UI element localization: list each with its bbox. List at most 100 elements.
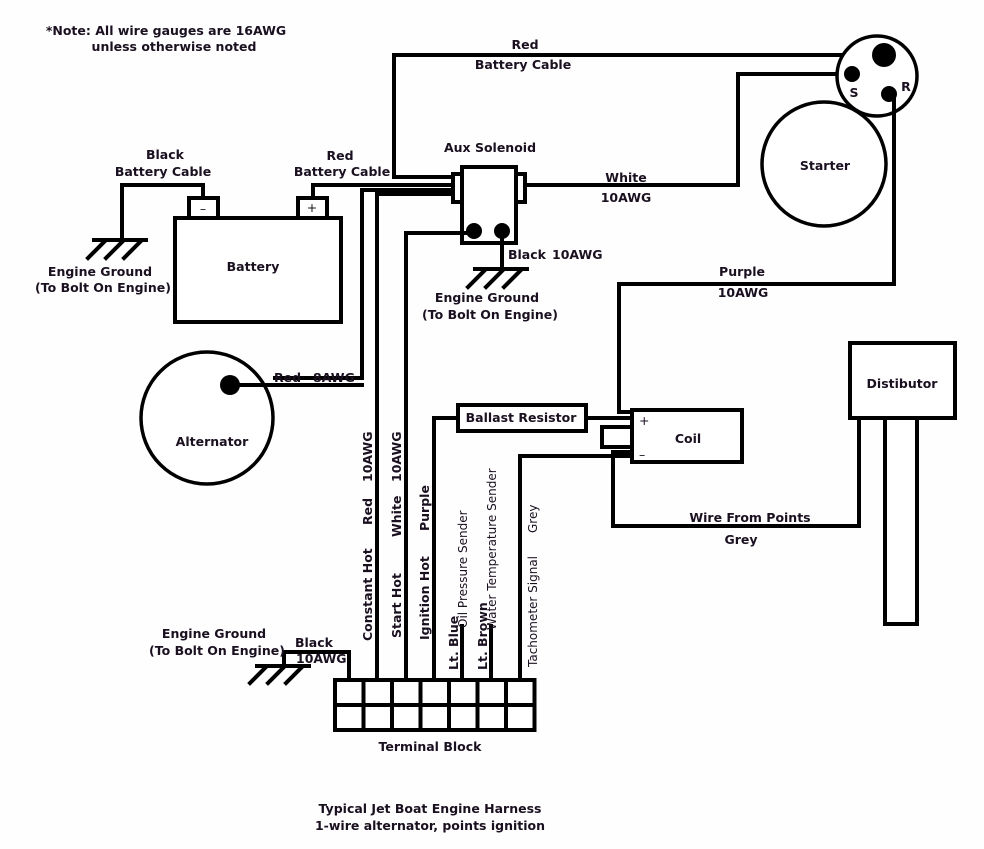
red-starter-cable-desc-label: Battery Cable (475, 57, 571, 72)
negative-symbol: – (200, 201, 206, 216)
block-ground-color-label: Black (295, 635, 334, 650)
distributor-label: Distibutor (867, 376, 939, 391)
water-temp-label: Water Temperature Sender (485, 468, 499, 630)
start-hot-label: Start Hot (389, 573, 404, 638)
terminal-block-cell (418, 703, 451, 732)
oil-pressure-label: Oil Pressure Sender (456, 510, 470, 628)
start-hot-gauge-label: 10AWG (389, 431, 404, 482)
terminal-block-cell (390, 703, 423, 732)
coil-body (630, 408, 744, 464)
tachometer-label: Tachometer Signal (526, 556, 540, 668)
ground-symbol-solenoid (465, 267, 529, 290)
constant-hot-wire (375, 192, 454, 682)
battery-body (173, 216, 343, 324)
battery-label: Battery (227, 259, 280, 274)
aux-solenoid (451, 165, 527, 245)
starter-battery-terminal (872, 43, 896, 67)
block-ground-gauge-label: 10AWG (296, 651, 347, 666)
terminal-block (333, 678, 537, 732)
oil-pressure-color-label: Lt. Blue (446, 616, 461, 670)
red-cable-color-label: Red (326, 148, 353, 163)
black-cable-desc-label: Battery Cable (115, 164, 211, 179)
purple-wire-color-label: Purple (719, 264, 765, 279)
start-hot-wire (404, 231, 468, 682)
points-wire-color-label: Grey (724, 532, 757, 547)
distributor: Distibutor (848, 341, 957, 626)
ground-symbol-block (247, 664, 311, 686)
black-cable-color-label: Black (146, 147, 185, 162)
purple-10awg-wire (617, 94, 896, 414)
solenoid-right-lug (514, 172, 527, 204)
terminal-block-cell (475, 703, 508, 732)
block-ground-wire (282, 650, 351, 682)
solenoid-ground-color-label: Black (508, 247, 547, 262)
red-battery-cable-to-starter (392, 53, 857, 179)
s-terminal-label: S (849, 85, 858, 100)
alternator-body (139, 350, 275, 486)
positive-symbol: + (307, 200, 317, 215)
ignition-hot-color-label: Purple (417, 485, 432, 531)
distributor-cap (848, 341, 957, 420)
ballast-resistor (456, 403, 588, 433)
diagram-subtitle: 1-wire alternator, points ignition (315, 818, 545, 833)
terminal-block-cell (504, 678, 537, 707)
terminal-block-cell (333, 703, 366, 732)
purple-wire-gauge-label: 10AWG (718, 285, 769, 300)
constant-hot-color-label: Red (360, 498, 375, 525)
alternator-label: Alternator (176, 434, 249, 449)
white-wire-color-label: White (605, 170, 646, 185)
starter-motor (760, 100, 888, 228)
solenoid-terminal-left (466, 223, 482, 239)
terminal-block-cell (418, 678, 451, 707)
white-10awg-starter-wire (523, 72, 852, 187)
constant-hot-gauge-label: 10AWG (360, 431, 375, 482)
r-terminal-label: R (901, 79, 911, 94)
red-battery-cable-to-solenoid (311, 183, 454, 200)
red-cable-desc-label: Battery Cable (294, 164, 390, 179)
black-battery-cable (120, 183, 205, 242)
ballast-resistor-label: Ballast Resistor (466, 410, 578, 425)
coil-tower (600, 425, 634, 449)
battery-ground-label-2: (To Bolt On Engine) (35, 280, 171, 295)
start-hot-color-label: White (389, 496, 404, 537)
solenoid-left-lug (451, 172, 464, 204)
terminal-block-cell (361, 678, 394, 707)
solenoid-ground-label-1: Engine Ground (435, 290, 539, 305)
ignition-hot-label: Ignition Hot (417, 556, 432, 640)
alternator-output-terminal (220, 375, 240, 395)
terminal-block-cell (447, 703, 480, 732)
solenoid-ground-label-2: (To Bolt On Engine) (422, 307, 558, 322)
terminal-block-cell (361, 703, 394, 732)
aux-solenoid-label: Aux Solenoid (444, 140, 536, 155)
coil-label: Coil (675, 431, 701, 446)
terminal-block-cell (390, 678, 423, 707)
block-ground-label-1: Engine Ground (162, 626, 266, 641)
ground-symbol-battery (85, 238, 148, 261)
starter: S R Starter (760, 34, 919, 228)
terminal-block-cell (475, 678, 508, 707)
tachometer-wire (518, 454, 634, 682)
red-starter-cable-color-label: Red (511, 37, 538, 52)
solenoid-ground-gauge-label: 10AWG (552, 247, 603, 262)
terminal-block-label: Terminal Block (379, 739, 483, 754)
starter-label: Starter (800, 158, 851, 173)
solenoid-terminal-right (494, 223, 510, 239)
terminal-block-cell (447, 678, 480, 707)
constant-hot-label: Constant Hot (360, 548, 375, 641)
battery-ground-label-1: Engine Ground (48, 264, 152, 279)
red-8awg-alternator-wire (273, 188, 454, 380)
alternator: Alternator (139, 350, 275, 486)
white-wire-gauge-label: 10AWG (601, 190, 652, 205)
coil-negative-symbol: – (639, 447, 645, 462)
coil: + – Coil (600, 408, 744, 464)
note-line-2: unless otherwise noted (92, 39, 257, 54)
alternator-wire-color-label: Red (274, 370, 301, 385)
tachometer-color-label: Grey (526, 505, 540, 533)
ignition-hot-wire (432, 416, 460, 682)
alternator-wire-gauge-label: 8AWG (313, 370, 355, 385)
points-wire-label: Wire From Points (689, 510, 810, 525)
diagram-title: Typical Jet Boat Engine Harness (319, 801, 542, 816)
distributor-shaft (883, 416, 919, 626)
